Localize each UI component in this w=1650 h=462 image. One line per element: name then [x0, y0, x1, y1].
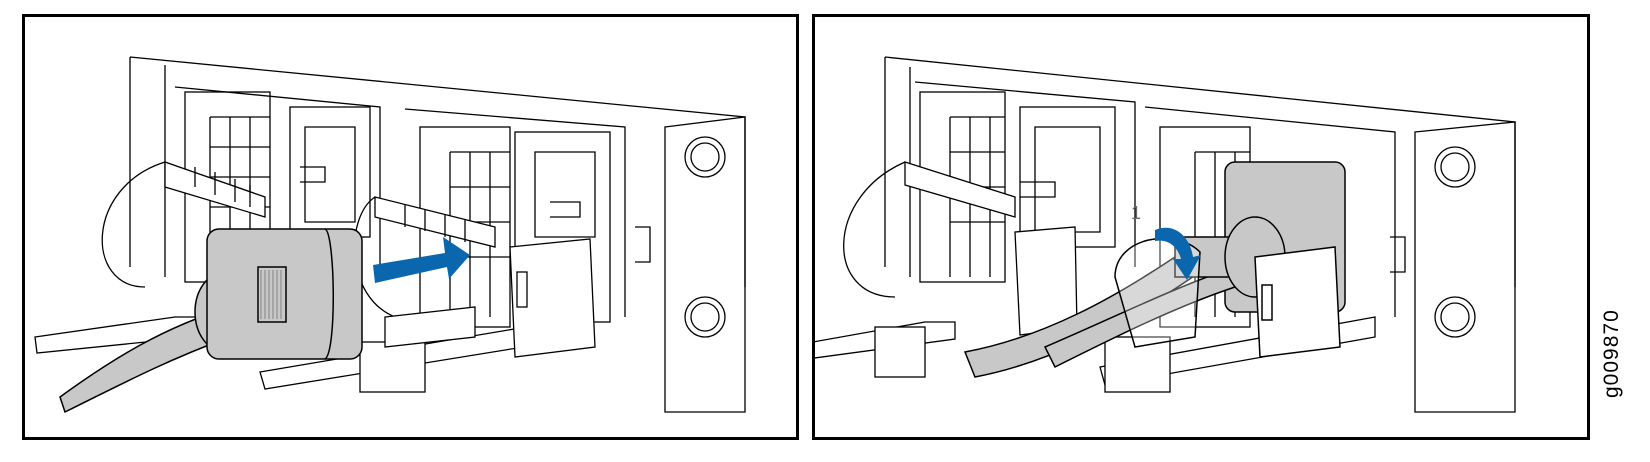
cable-tie-wrap-illustration	[815, 56, 1516, 413]
insert-arrow	[373, 237, 470, 283]
power-cord-insertion-illustration	[34, 56, 746, 414]
rotate-arrow	[1155, 227, 1201, 280]
psu-slot-label: 1	[1131, 203, 1142, 223]
step-2-panel: 1	[812, 14, 1590, 440]
figure-id: g009870	[1600, 309, 1623, 398]
step-1-panel	[22, 14, 799, 440]
